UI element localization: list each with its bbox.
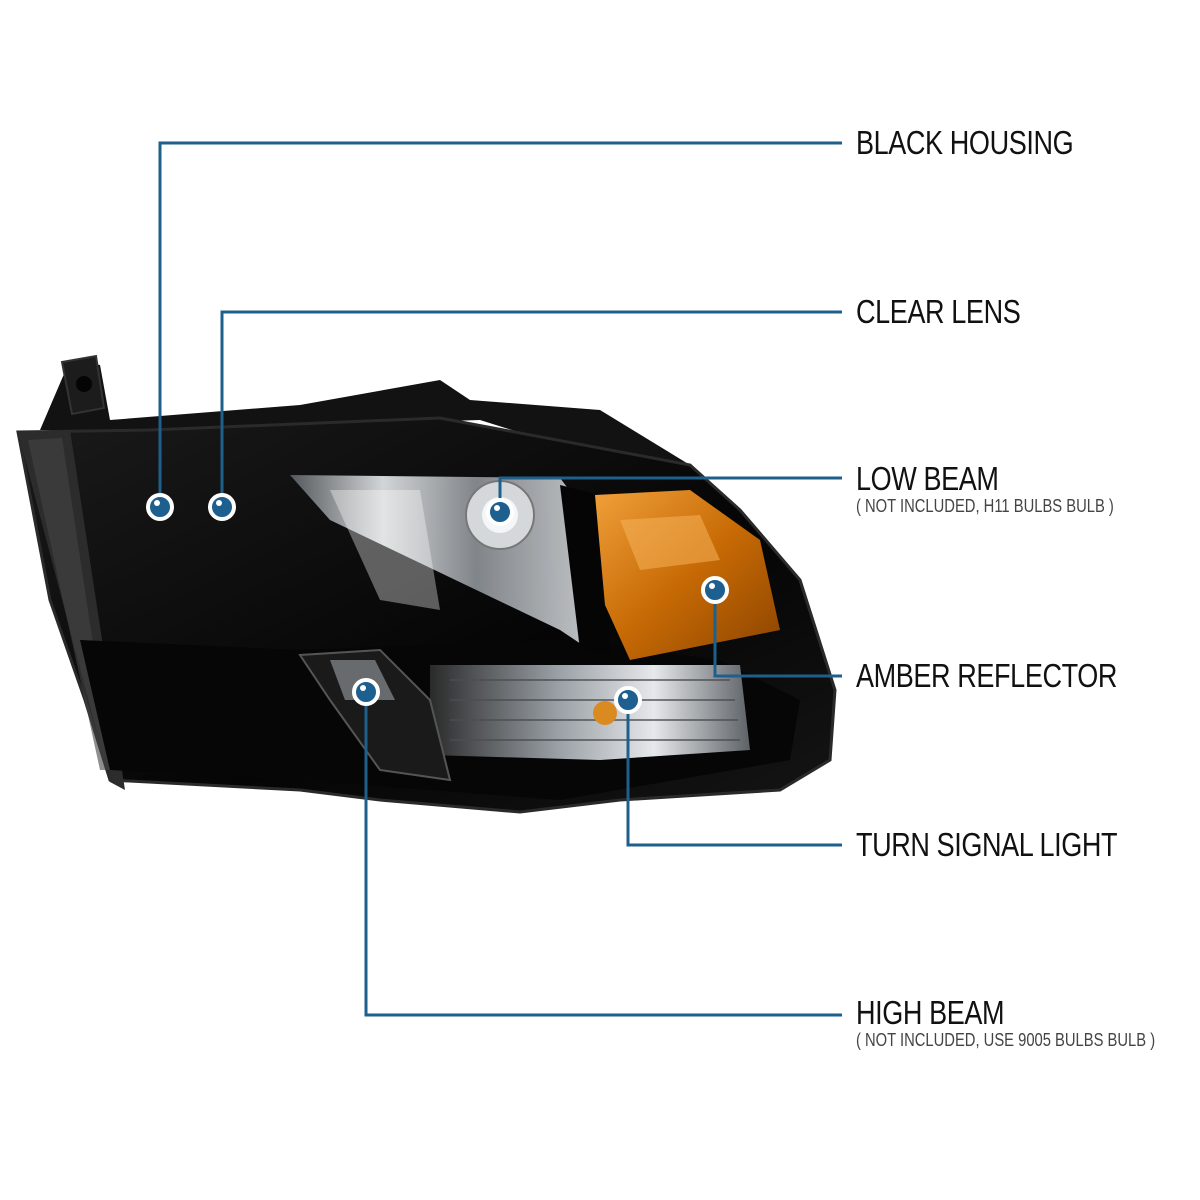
callout-title: CLEAR LENS xyxy=(856,293,1021,330)
callout-dot-icon xyxy=(486,498,514,526)
leader-turn-signal-light xyxy=(626,700,842,847)
callout-dot-icon xyxy=(614,686,642,714)
leader-clear-lens xyxy=(220,310,842,507)
leader-high-beam xyxy=(364,692,842,1017)
callout-markers xyxy=(146,493,729,714)
callout-high-beam: HIGH BEAM ( NOT INCLUDED, USE 9005 BULBS… xyxy=(856,994,1200,1051)
callout-title: TURN SIGNAL LIGHT xyxy=(856,826,1118,863)
callout-dot-icon xyxy=(352,678,380,706)
callout-clear-lens: CLEAR LENS xyxy=(856,295,1056,329)
callout-turn-signal-light: TURN SIGNAL LIGHT xyxy=(856,828,1175,862)
leader-amber-reflector xyxy=(713,590,842,678)
callout-note: ( NOT INCLUDED, USE 9005 BULBS BULB ) xyxy=(856,1030,1156,1050)
callout-title: HIGH BEAM xyxy=(856,994,1005,1031)
callout-note: ( NOT INCLUDED, H11 BULBS BULB ) xyxy=(856,496,1114,516)
callout-title: AMBER REFLECTOR xyxy=(856,657,1117,694)
callout-title: BLACK HOUSING xyxy=(856,124,1074,161)
callout-dot-icon xyxy=(208,493,236,521)
callout-black-housing: BLACK HOUSING xyxy=(856,126,1121,160)
callout-dot-icon xyxy=(146,493,174,521)
callout-title: LOW BEAM xyxy=(856,460,999,497)
callout-low-beam: LOW BEAM ( NOT INCLUDED, H11 BULBS BULB … xyxy=(856,460,1170,517)
callout-dot-icon xyxy=(701,576,729,604)
callout-amber-reflector: AMBER REFLECTOR xyxy=(856,659,1174,693)
leader-black-housing xyxy=(158,141,842,507)
